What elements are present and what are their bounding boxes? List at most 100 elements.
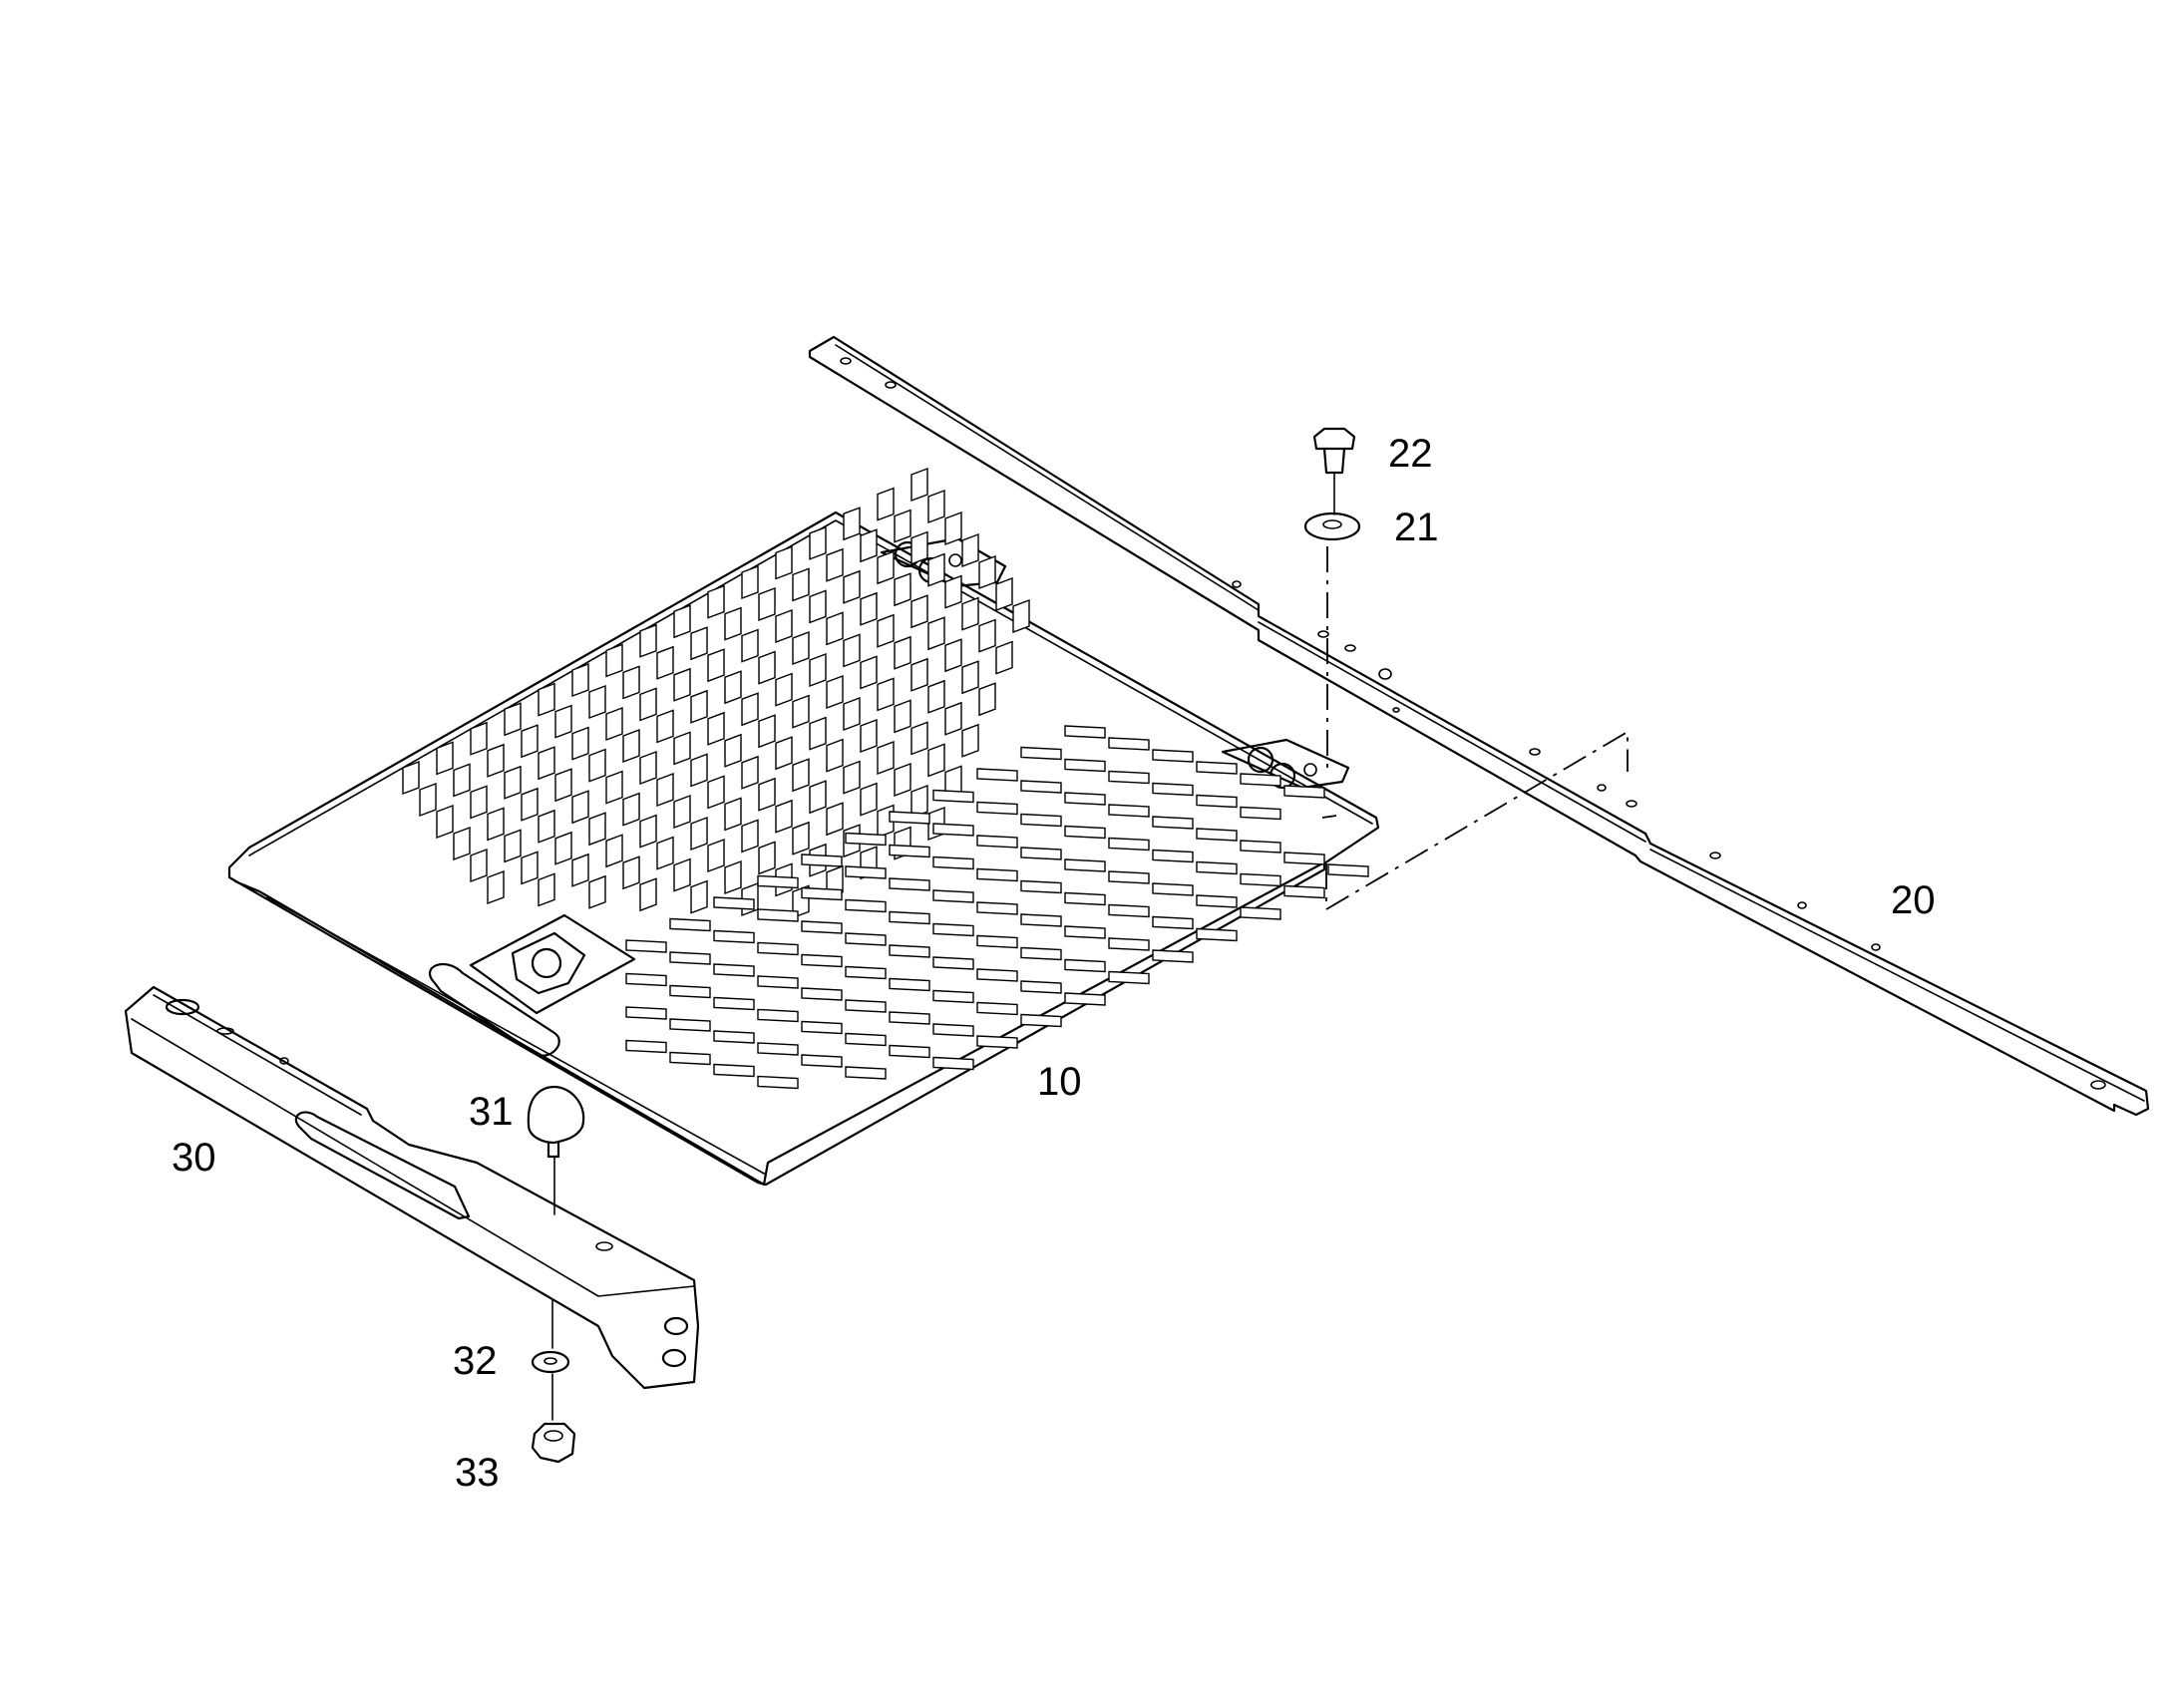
- grille-slot: [775, 608, 793, 644]
- grille-slot: [944, 701, 962, 736]
- grille-slot: [1064, 825, 1106, 840]
- grille-slot: [976, 801, 1018, 816]
- grille-slot: [656, 836, 674, 870]
- grille-slot: [843, 760, 861, 795]
- grille-slot: [707, 711, 725, 746]
- grille-slot: [927, 679, 945, 714]
- washer-and-nut: [531, 1299, 576, 1464]
- grille-slot: [792, 630, 810, 666]
- bracket-edge: [131, 994, 695, 1297]
- grille-slot: [1064, 925, 1106, 939]
- grille-slot: [758, 841, 776, 875]
- side-bracket: [124, 985, 700, 1390]
- grille-slot: [487, 869, 505, 905]
- grille-slot: [1020, 746, 1062, 761]
- grille-slot: [690, 879, 708, 914]
- grille-slot: [470, 785, 488, 820]
- grille-slot: [673, 794, 691, 830]
- grille-slot: [801, 854, 843, 867]
- grille-slot: [860, 782, 878, 817]
- grille-slot: [673, 857, 691, 892]
- grille-slot: [639, 623, 657, 658]
- grille-slot: [521, 724, 539, 759]
- grille-slot: [713, 1063, 755, 1078]
- grille-slot: [487, 807, 505, 842]
- grille-slot: [690, 689, 708, 724]
- grille-slot: [669, 1051, 711, 1066]
- grille-slot: [910, 467, 928, 503]
- grille-slot: [826, 674, 844, 710]
- grille-slot: [622, 792, 640, 827]
- grille-slot: [690, 626, 708, 661]
- grille-slot: [860, 528, 878, 563]
- grille-panel: [227, 467, 1629, 1187]
- grille-slot: [1108, 837, 1150, 852]
- grille-slot: [605, 834, 623, 868]
- grille-slot: [724, 606, 742, 641]
- grille-slot: [669, 1018, 711, 1032]
- grille-slot: [669, 951, 711, 965]
- callout-32: 32: [453, 1339, 498, 1383]
- grille-slot: [713, 963, 755, 977]
- grille-slot: [910, 721, 928, 756]
- grille-slot: [961, 532, 979, 568]
- grille-slot: [877, 677, 895, 712]
- grille-slot: [757, 1042, 799, 1056]
- grille-slot: [741, 564, 759, 600]
- grille-slot: [845, 932, 887, 946]
- grille-slot: [713, 1030, 755, 1044]
- grille-slot: [673, 604, 691, 639]
- grille-slot: [554, 704, 572, 739]
- grille-slot: [809, 780, 827, 815]
- hinge-right: [1221, 738, 1350, 790]
- grille-slot: [1108, 903, 1150, 918]
- grille-slot: [944, 574, 962, 609]
- grille-slot: [673, 731, 691, 766]
- grille-slot: [894, 509, 911, 543]
- grille-slot: [605, 770, 623, 805]
- grille-slot: [889, 844, 930, 858]
- grille-slot: [877, 487, 895, 521]
- grille-slot: [826, 802, 844, 837]
- grille-slot: [845, 999, 887, 1013]
- grille-slot: [470, 848, 488, 883]
- grille-slot: [927, 552, 945, 587]
- grille-slot: [571, 790, 589, 825]
- grille-slot: [889, 1044, 930, 1059]
- grille-slot: [690, 753, 708, 788]
- grille-slot: [976, 968, 1018, 982]
- grille-slot: [801, 920, 843, 934]
- grille-slot: [1196, 860, 1238, 875]
- grille-slot: [605, 643, 623, 678]
- grille-slot: [625, 939, 667, 953]
- grille-slot: [889, 944, 930, 958]
- grille-slot: [1020, 879, 1062, 894]
- grille-slot: [713, 996, 755, 1011]
- grille-slot: [927, 489, 945, 524]
- grille-slot: [775, 736, 793, 771]
- grille-slot: [470, 721, 488, 756]
- grille-slot: [978, 618, 996, 653]
- grille-slot: [757, 1008, 799, 1023]
- grille-slot: [826, 738, 844, 773]
- grille-slot: [669, 917, 711, 932]
- grille-slot: [1240, 806, 1281, 821]
- grille-slot: [625, 1006, 667, 1020]
- grille-slot: [521, 851, 539, 885]
- grille-slot: [758, 777, 776, 812]
- grille-slot: [402, 760, 420, 796]
- grille-slot: [673, 667, 691, 702]
- grille-slot: [707, 838, 725, 873]
- grille-slot: [639, 814, 657, 849]
- grille-slot: [622, 728, 640, 764]
- rail-holes: [840, 357, 2106, 1090]
- grille-slot: [1196, 828, 1238, 842]
- grille-slot: [801, 987, 843, 1001]
- grille-slot: [758, 714, 776, 749]
- grille-slot: [889, 1011, 930, 1025]
- callout-20: 20: [1891, 878, 1936, 922]
- grille-slot: [976, 1001, 1018, 1016]
- grille-slot: [801, 1020, 843, 1035]
- grille-slot: [741, 692, 759, 727]
- grille-slot: [436, 804, 454, 840]
